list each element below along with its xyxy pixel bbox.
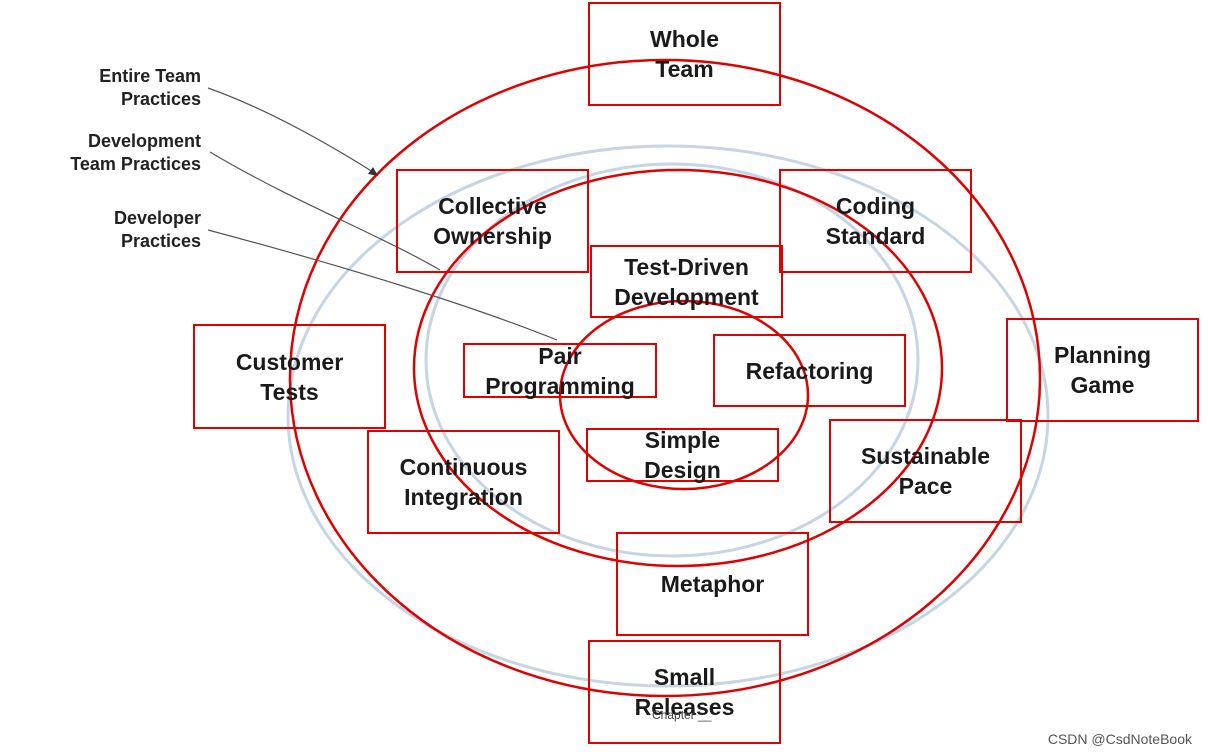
developer-pointer (207, 229, 558, 341)
watermark: CSDN @CsdNoteBook (1047, 731, 1192, 747)
whole-team-box: Whole Team (588, 2, 781, 106)
customer-tests-box: Customer Tests (193, 324, 386, 429)
developer-practices-label: Developer Practices (113, 208, 201, 251)
collective-ownership-box: Collective Ownership (396, 169, 589, 273)
chapter-label: Chapter __ (652, 708, 712, 722)
middle-ring-blue (424, 162, 920, 558)
outer-ring (288, 58, 1042, 698)
refactoring-box: Refactoring (713, 334, 906, 407)
continuous-integration-box: Continuous Integration (367, 430, 560, 534)
entire-team-arrowhead (368, 167, 378, 176)
development-team-pointer (209, 151, 441, 271)
entire-team-practices-label: Entire Team Practices (99, 66, 201, 109)
inner-ring (558, 299, 810, 491)
small-releases-box: Small Releases (588, 640, 781, 744)
outer-ring-blue (286, 144, 1050, 688)
entire-team-pointer (207, 87, 374, 173)
coding-standard-box: Coding Standard (779, 169, 972, 273)
simple-design-box: Simple Design (586, 427, 779, 483)
pair-programming-box: Pair Programming (463, 343, 657, 399)
planning-game-box: Planning Game (1006, 318, 1199, 422)
middle-ring (412, 168, 944, 568)
test-driven-development-box: Test-Driven Development (590, 245, 783, 318)
development-team-practices-label: Development Team Practices (70, 131, 201, 174)
metaphor-box: Metaphor (616, 532, 809, 636)
sustainable-pace-box: Sustainable Pace (829, 419, 1022, 523)
